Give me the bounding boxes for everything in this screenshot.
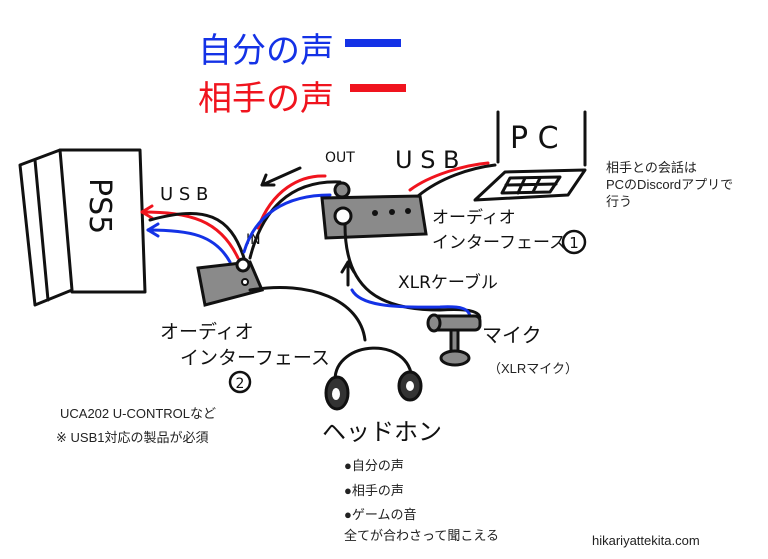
usb-red-line-pc <box>408 161 490 192</box>
ps5-label: PS5 <box>82 178 117 234</box>
interface2-label-line1: オーディオ <box>160 321 254 343</box>
pc-laptop: P C <box>473 110 587 202</box>
interface1-number-badge <box>561 229 587 255</box>
headphones-label: ヘッドホン <box>322 418 442 446</box>
headphone-list-summary: 全てが合わさって聞こえる <box>344 528 499 543</box>
interface1-number: 1 <box>569 234 579 252</box>
pc-note-line3: 行う <box>606 194 632 209</box>
legend-other-voice-swatch <box>350 84 406 92</box>
interface1-label-line2: インターフェース <box>432 233 566 253</box>
interface1-label-line1: オーディオ <box>432 207 516 228</box>
headphones <box>324 346 423 411</box>
interface2-label-line2: インターフェース <box>180 347 330 369</box>
microphone <box>426 313 482 367</box>
legend-other-voice: 相手の声 <box>198 79 334 119</box>
usb-top-label: U S B <box>395 146 460 174</box>
mic-note: （XLRマイク） <box>488 361 578 376</box>
site-credit: hikariyattekita.com <box>592 533 700 548</box>
xlr-arrow-icon <box>340 260 356 287</box>
pc-label: P C <box>510 121 559 156</box>
usb-left-label: U S B <box>160 184 208 205</box>
interface2-number-badge <box>228 370 252 394</box>
out-label: OUT <box>325 150 355 166</box>
pc-note-line1: 相手との会話は <box>606 160 697 175</box>
usb-blue-line-ps5 <box>146 228 232 264</box>
ps5-console: PS5 <box>18 148 147 307</box>
headphone-list-item: ●自分の声 <box>344 458 404 473</box>
pc-note-line2: PCのDiscordアプリで <box>606 177 733 192</box>
legend-own-voice-swatch <box>345 39 401 47</box>
audio-interface-1 <box>320 181 428 240</box>
interface2-note-line1: UCA202 U-CONTROLなど <box>60 406 216 421</box>
audio-interface-2 <box>196 257 265 307</box>
interface2-number: 2 <box>236 376 245 392</box>
headphone-list-item: ●相手の声 <box>344 483 404 498</box>
out-arrow-icon <box>260 166 302 187</box>
xlr-cable-label: XLRケーブル <box>398 272 498 293</box>
mic-label: マイク <box>482 323 542 347</box>
legend-own-voice: 自分の声 <box>198 31 334 71</box>
interface2-note-line2: ※ USB1対応の製品が必須 <box>56 430 208 445</box>
headphone-list-item: ●ゲームの音 <box>344 507 416 522</box>
usb-red-line-ps5 <box>140 210 240 260</box>
